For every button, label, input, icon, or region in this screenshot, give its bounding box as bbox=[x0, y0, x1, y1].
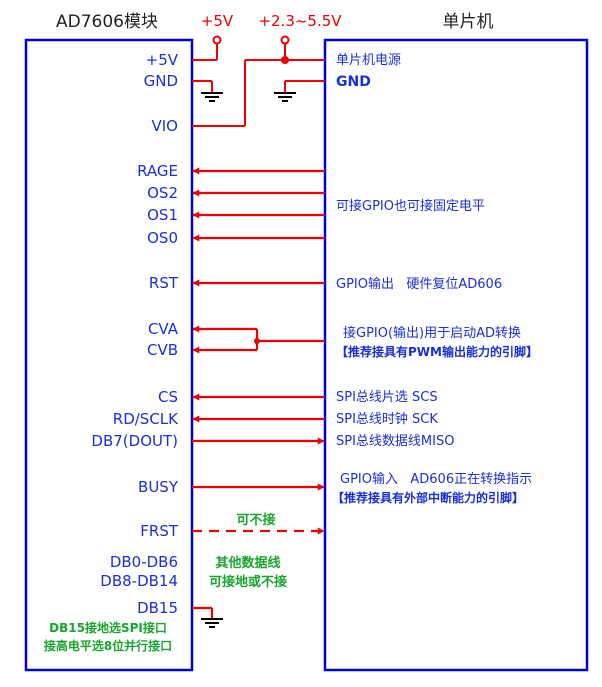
mcu-miso-label: SPI总线数据线MISO bbox=[336, 434, 454, 449]
other-data-note-line1: 其他数据线 bbox=[215, 555, 280, 571]
signal-wiring bbox=[192, 167, 325, 619]
pin-label-os2: OS2 bbox=[147, 184, 178, 202]
mcu-cs-label: SPI总线片选 SCS bbox=[336, 390, 438, 405]
mcu-sck-label: SPI总线时钟 SCK bbox=[336, 411, 438, 427]
pin-label-os1: OS1 bbox=[147, 206, 178, 224]
mcu-gnd-label: GND bbox=[336, 74, 371, 90]
mcu-box bbox=[323, 38, 589, 672]
mcu-title: 单片机 bbox=[443, 12, 494, 32]
db15-note-line1: DB15接地选SPI接口 bbox=[49, 620, 167, 635]
pin-label-rst: RST bbox=[149, 274, 179, 292]
db15-note-line2: 接高电平选8位并行接口 bbox=[44, 638, 172, 653]
pin-label-vio: VIO bbox=[152, 117, 179, 135]
frst-optional-note: 可不接 bbox=[236, 512, 275, 528]
mcu-cv-label-1: 接GPIO(输出)用于启动AD转换 bbox=[343, 325, 521, 341]
ad7606-module-box bbox=[24, 38, 194, 672]
supply-5v-label: +5V bbox=[201, 12, 234, 30]
ground-icon bbox=[201, 92, 223, 102]
pin-label-5v: +5V bbox=[146, 51, 179, 69]
mcu-os-label: 可接GPIO也可接固定电平 bbox=[336, 198, 485, 214]
module-title: AD7606模块 bbox=[56, 12, 158, 32]
pin-label-cvb: CVB bbox=[147, 341, 178, 359]
pin-label-frst: FRST bbox=[140, 522, 179, 540]
pin-label-rage: RAGE bbox=[137, 162, 178, 180]
pin-label-cs: CS bbox=[158, 388, 178, 406]
pin-label-db8-db14: DB8-DB14 bbox=[100, 572, 178, 590]
pin-label-gnd: GND bbox=[144, 72, 178, 90]
pin-label-cva: CVA bbox=[148, 320, 179, 338]
mcu-busy-label-1: GPIO输入 AD606正在转换指示 bbox=[340, 471, 532, 487]
power-wiring bbox=[192, 35, 325, 127]
pin-label-rd-sclk: RD/SCLK bbox=[113, 410, 179, 428]
mcu-cv-label-2: 【推荐接具有PWM输出能力的引脚】 bbox=[336, 344, 538, 359]
mcu-power-label: 单片机电源 bbox=[336, 53, 401, 68]
ground-icon bbox=[274, 92, 296, 102]
pin-label-db15: DB15 bbox=[137, 599, 178, 617]
pin-label-busy: BUSY bbox=[138, 478, 179, 496]
other-data-note-line2: 可接地或不接 bbox=[209, 574, 287, 590]
pin-label-db7: DB7(DOUT) bbox=[91, 432, 178, 450]
ground-icon bbox=[201, 618, 223, 628]
mcu-busy-label-2: 【推荐接具有外部中断能力的引脚】 bbox=[332, 490, 524, 505]
pin-label-os0: OS0 bbox=[147, 229, 178, 247]
mcu-rst-label: GPIO输出 硬件复位AD606 bbox=[336, 276, 502, 292]
supply-vio-label: +2.3~5.5V bbox=[258, 12, 342, 30]
pin-label-db0-db6: DB0-DB6 bbox=[110, 553, 178, 571]
